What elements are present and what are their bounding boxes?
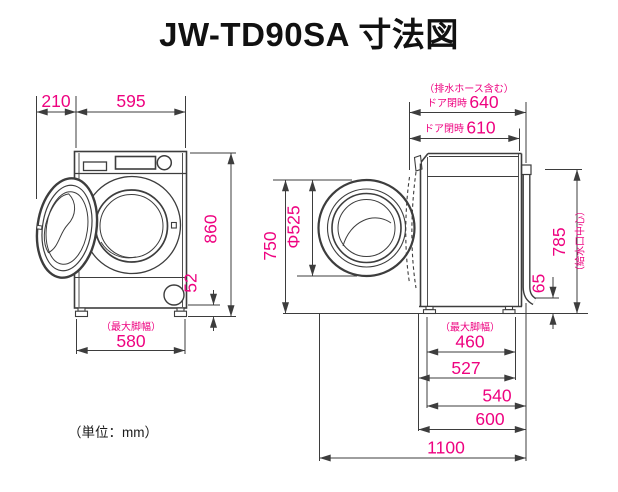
dim-max-foot-depth: 460	[455, 332, 484, 352]
dim-depth-600: 600	[475, 409, 504, 429]
front-view-dimensions: 210 595 860 52 （最大脚幅） 580	[36, 91, 236, 354]
pump-filter-cap	[163, 284, 185, 306]
dim-open-door-top-height: 750	[260, 231, 280, 260]
open-door	[35, 177, 99, 279]
open-door-side	[317, 178, 416, 278]
water-inlet-port	[520, 164, 532, 176]
dim-depth-540: 540	[482, 386, 511, 406]
dim-door-protrusion: 210	[41, 91, 70, 111]
unit-note: （単位：mm）	[68, 425, 158, 440]
front-feet	[74, 307, 188, 318]
dim-water-inlet-note: （給水口中心）	[574, 206, 587, 276]
side-feet	[422, 305, 516, 315]
dim-depth-with-hose: 640	[469, 92, 498, 112]
side-view: （排水ホース含む） ドア閉時 640 ドア閉時 610 750 Φ525	[260, 82, 588, 462]
dim-foot-height: 52	[181, 273, 201, 292]
dim-total-depth-door-open: 1100	[427, 438, 465, 458]
dim-max-foot-width-note: （最大脚幅）	[101, 320, 161, 333]
door-opening-circle	[94, 189, 169, 263]
door-latch	[170, 221, 177, 229]
control-knob	[156, 154, 173, 171]
front-view: 210 595 860 52 （最大脚幅） 580	[35, 91, 236, 354]
dim-water-inlet-height: 785	[549, 227, 569, 256]
dim-body-width: 595	[116, 91, 145, 111]
dim-door-closed-label-610: ドア閉時	[424, 123, 464, 135]
detergent-drawer	[82, 161, 108, 172]
dim-door-diameter: Φ525	[284, 205, 304, 248]
dim-max-foot-depth-note: （最大脚幅）	[440, 321, 500, 334]
front-view-machine-drawing	[35, 150, 188, 318]
door-swing-dashed	[405, 176, 411, 284]
dim-incl-drain-hose-note: （排水ホース含む）	[424, 82, 514, 95]
display-panel	[114, 155, 157, 170]
dim-max-foot-width: 580	[116, 331, 145, 351]
door-handle	[36, 224, 43, 231]
page-title: JW-TD90SA 寸法図	[159, 16, 459, 53]
dim-body-depth: 527	[451, 358, 480, 378]
dim-door-closed-label-640: ドア閉時	[427, 98, 467, 110]
dim-drain-outlet-height: 65	[529, 274, 549, 293]
dim-body-height: 860	[201, 214, 221, 243]
side-view-dimensions: （排水ホース含む） ドア閉時 640 ドア閉時 610 750 Φ525	[260, 82, 587, 462]
side-view-machine-drawing	[283, 152, 588, 315]
dim-depth-door-closed: 610	[466, 118, 495, 138]
